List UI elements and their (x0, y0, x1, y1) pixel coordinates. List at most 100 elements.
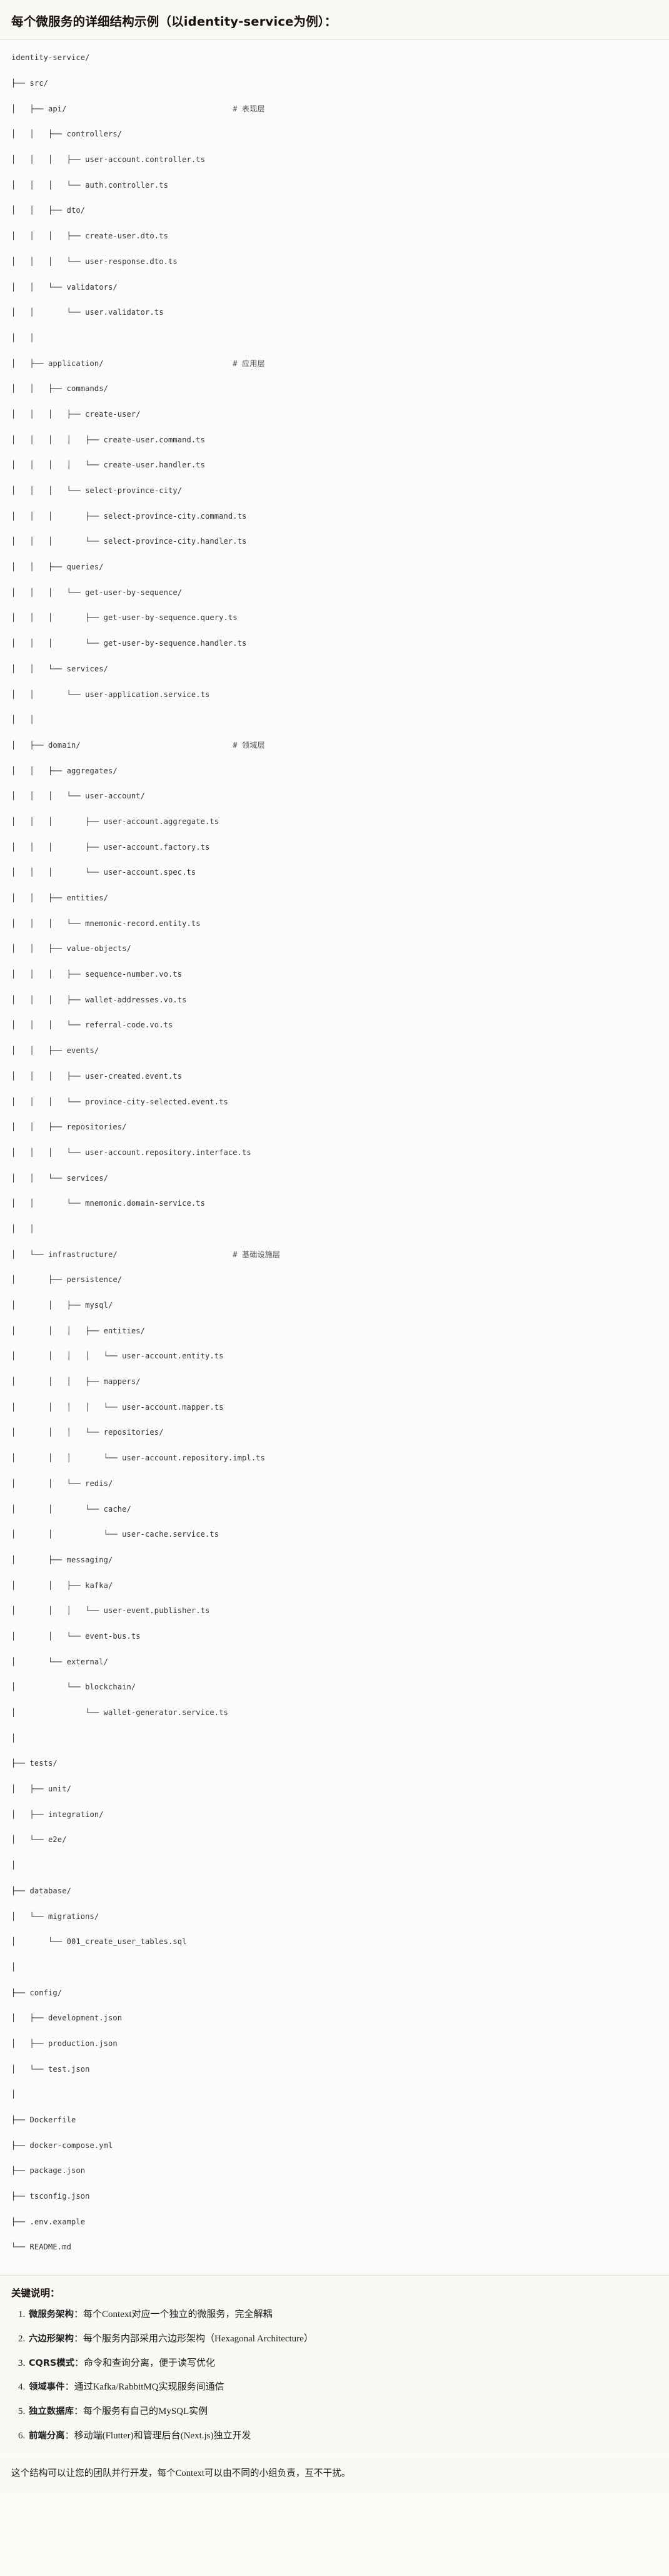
tree-node-label: │ │ │ └── province-city-selected.event.t… (11, 1097, 228, 1106)
key-notes-section: 关键说明： 微服务架构：每个Context对应一个独立的微服务，完全解耦六边形架… (0, 2275, 669, 2451)
document-header: 每个微服务的详细结构示例（以identity-service为例）： (0, 0, 669, 41)
tree-node-label: identity-service/ (11, 53, 90, 63)
tree-node-label: │ ├── integration/ (11, 1810, 104, 1819)
key-note-separator: ： (64, 2430, 74, 2441)
key-note-separator: ： (64, 2382, 74, 2393)
tree-node-label: │ │ └── user-cache.service.ts (11, 1530, 219, 1539)
key-note-item: 独立数据库：每个服务有自己的MySQL实例 (28, 2405, 658, 2419)
tree-node-label: │ │ │ └── repositories/ (11, 1428, 164, 1437)
tree-node-label: │ │ │ ├── user-account.factory.ts (11, 842, 210, 852)
tree-node-label: │ │ │ └── user-account.spec.ts (11, 868, 196, 877)
tree-row: │ ├── domain/ # 领域层 (11, 739, 658, 751)
tree-node-label: ├── .env.example (11, 2217, 86, 2226)
tree-node-label: │ │ └── user.validator.ts (11, 308, 164, 317)
tree-node-label: │ │ │ ├── user-account.controller.ts (11, 155, 206, 165)
tree-node-label: │ │ │ └── user-account.repository.impl.t… (11, 1453, 265, 1463)
tree-node-label: │ │ │ │ └── user-account.mapper.ts (11, 1402, 224, 1412)
tree-node-label: │ ├── api/ (11, 104, 233, 113)
tree-node-label: │ │ │ ├── mappers/ (11, 1377, 141, 1387)
tree-node-label: ├── package.json (11, 2166, 86, 2176)
key-notes-title: 关键说明： (11, 2288, 60, 2299)
tree-node-label: │ │ ├── repositories/ (11, 1123, 127, 1132)
tree-layer-comment: # 应用层 (233, 359, 265, 368)
key-note-separator: ： (73, 2406, 83, 2417)
tree-node-label: │ └── 001_create_user_tables.sql (11, 1937, 187, 1947)
tree-node-label: │ │ ├── entities/ (11, 893, 109, 903)
key-note-text: 通过Kafka/RabbitMQ实现服务间通信 (74, 2382, 224, 2393)
tree-node-label: │ │ │ └── auth.controller.ts (11, 180, 168, 190)
tree-node-label: │ │ (11, 1224, 34, 1233)
key-note-term: 前端分离 (29, 2430, 65, 2441)
tree-node-label: │ │ └── user-application.service.ts (11, 690, 210, 699)
key-note-term: 微服务架构 (29, 2309, 74, 2320)
key-notes-list: 微服务架构：每个Context对应一个独立的微服务，完全解耦六边形架构：每个服务… (11, 2308, 658, 2443)
page-title: 每个微服务的详细结构示例（以identity-service为例）： (11, 14, 337, 29)
key-note-item: 微服务架构：每个Context对应一个独立的微服务，完全解耦 (28, 2308, 658, 2322)
key-note-text: 移动端(Flutter)和管理后台(Next.js)独立开发 (74, 2430, 251, 2441)
tree-row: │ ├── api/ # 表现层 (11, 103, 658, 115)
key-note-text: 每个Context对应一个独立的微服务，完全解耦 (83, 2309, 273, 2320)
tree-node-label: │ (11, 1733, 16, 1743)
tree-node-label: ├── docker-compose.yml (11, 2141, 113, 2150)
tree-node-label: │ │ │ └── get-user-by-sequence.handler.t… (11, 639, 247, 648)
tree-node-label: │ │ ├── kafka/ (11, 1581, 113, 1590)
key-note-item: 前端分离：移动端(Flutter)和管理后台(Next.js)独立开发 (28, 2430, 658, 2443)
tree-row: │ ├── application/ # 应用层 (11, 357, 658, 370)
tree-node-label: │ │ │ ├── user-created.event.ts (11, 1071, 183, 1081)
tree-node-label: │ └── e2e/ (11, 1835, 67, 1845)
key-note-text: 每个服务内部采用六边形架构（Hexagonal Architecture） (83, 2333, 313, 2344)
tree-node-label: │ ├── application/ (11, 359, 233, 368)
tree-node-label: │ │ ├── queries/ (11, 563, 104, 572)
tree-node-label: │ │ │ ├── sequence-number.vo.ts (11, 970, 183, 979)
tree-layer-comment: # 表现层 (233, 104, 265, 113)
key-note-separator: ： (73, 2333, 83, 2344)
directory-tree-block: identity-service/ ├── src/ │ ├── api/ # … (0, 40, 669, 2276)
tree-node-label: │ (11, 2090, 16, 2099)
tree-node-label: │ │ │ ├── select-province-city.command.t… (11, 511, 247, 521)
tree-node-label: │ │ │ └── user-response.dto.ts (11, 257, 178, 266)
tree-node-label: │ (11, 1962, 16, 1972)
key-note-text: 每个服务有自己的MySQL实例 (83, 2406, 208, 2417)
tree-node-label: │ └── external/ (11, 1657, 109, 1666)
closing-paragraph: 这个结构可以让您的团队并行开发，每个Context可以由不同的小组负责，互不干扰… (0, 2460, 669, 2494)
tree-node-label: ├── Dockerfile (11, 2115, 76, 2125)
key-note-text: 命令和查询分离，便于读写优化 (84, 2358, 216, 2368)
key-note-separator: ： (73, 2309, 83, 2320)
tree-node-label: │ │ ├── value-objects/ (11, 944, 131, 954)
tree-node-label: │ │ (11, 333, 34, 342)
tree-node-label: │ │ (11, 715, 34, 725)
tree-node-label: │ │ ├── aggregates/ (11, 766, 118, 775)
tree-row: │ └── infrastructure/ # 基础设施层 (11, 1248, 658, 1261)
tree-node-label: │ │ └── mnemonic.domain-service.ts (11, 1199, 206, 1208)
tree-node-label: │ │ │ └── user-event.publisher.ts (11, 1606, 210, 1616)
key-note-item: 领域事件：通过Kafka/RabbitMQ实现服务间通信 (28, 2381, 658, 2395)
tree-node-label: │ │ └── services/ (11, 664, 109, 673)
tree-node-label: └── README.md (11, 2243, 71, 2252)
tree-node-label: │ │ ├── commands/ (11, 384, 109, 394)
key-note-item: 六边形架构：每个服务内部采用六边形架构（Hexagonal Architectu… (28, 2333, 658, 2346)
tree-node-label: │ │ │ ├── wallet-addresses.vo.ts (11, 995, 187, 1004)
tree-node-label: │ (11, 1861, 16, 1870)
tree-node-label: │ │ │ │ └── user-account.entity.ts (11, 1352, 224, 1361)
key-note-term: CQRS模式 (29, 2358, 75, 2368)
key-note-term: 六边形架构 (29, 2333, 74, 2344)
tree-node-label: │ │ │ │ └── create-user.handler.ts (11, 461, 206, 470)
tree-node-label: │ │ └── services/ (11, 1173, 109, 1183)
key-note-term: 独立数据库 (29, 2406, 74, 2417)
tree-node-label: │ └── infrastructure/ (11, 1250, 233, 1259)
tree-node-label: │ │ ├── mysql/ (11, 1301, 113, 1310)
tree-node-label: │ ├── development.json (11, 2013, 123, 2023)
tree-node-label: │ │ │ │ ├── create-user.command.ts (11, 435, 206, 444)
tree-node-label: │ │ │ ├── user-account.aggregate.ts (11, 817, 219, 826)
tree-node-label: │ │ │ └── user-account.repository.interf… (11, 1148, 251, 1157)
tree-node-label: │ │ │ └── referral-code.vo.ts (11, 1021, 173, 1030)
tree-node-label: │ │ │ └── select-province-city.handler.t… (11, 537, 247, 546)
key-note-term: 领域事件 (29, 2382, 65, 2393)
tree-node-label: │ │ │ ├── create-user/ (11, 409, 141, 419)
tree-node-label: │ │ ├── controllers/ (11, 130, 123, 139)
tree-node-label: ├── database/ (11, 1886, 71, 1895)
tree-node-label: │ │ │ ├── entities/ (11, 1326, 146, 1335)
key-note-item: CQRS模式：命令和查询分离，便于读写优化 (28, 2357, 658, 2371)
document-page: 每个微服务的详细结构示例（以identity-service为例）： ident… (0, 0, 669, 2493)
tree-node-label: ├── tests/ (11, 1759, 58, 1768)
